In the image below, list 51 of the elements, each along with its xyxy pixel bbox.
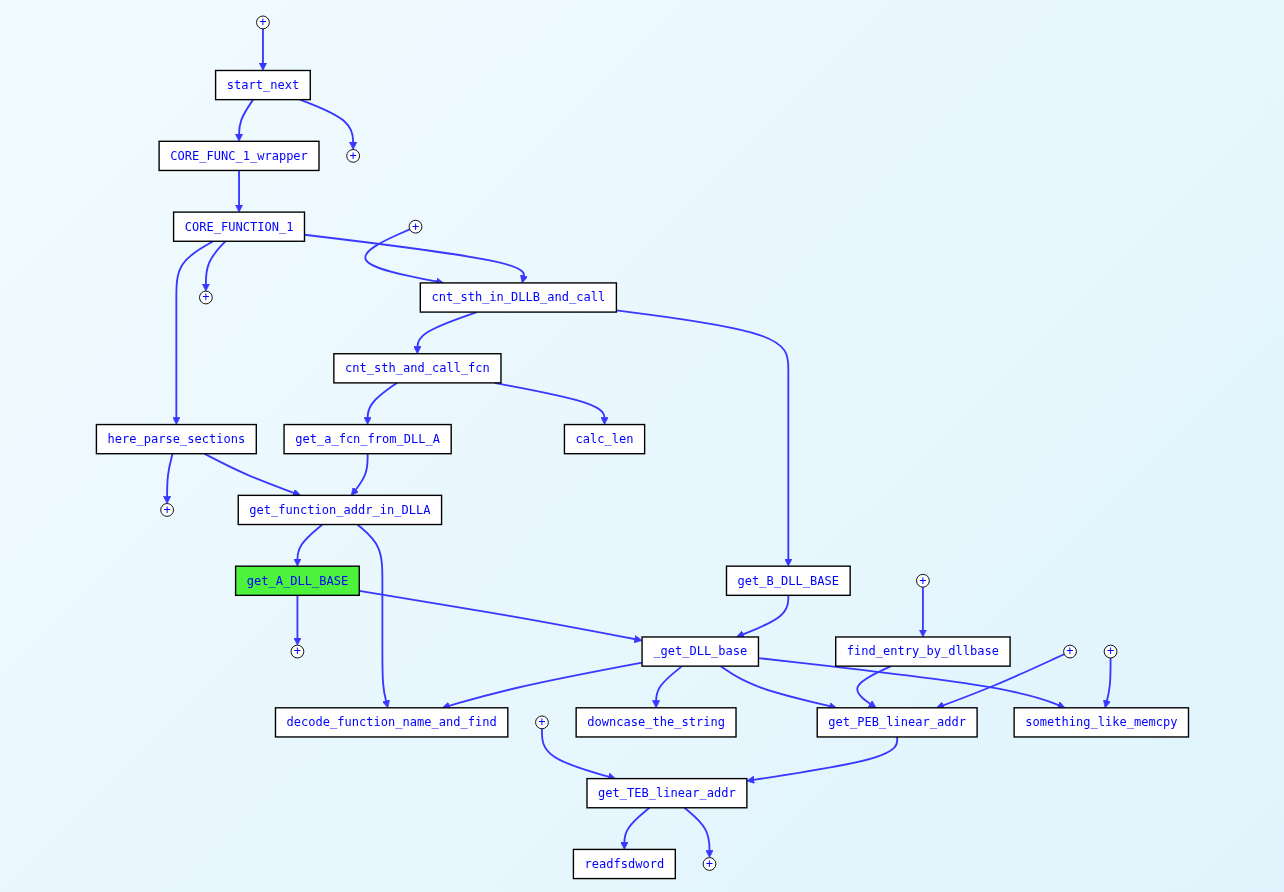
arrow [1102, 657, 1112, 709]
arrow [746, 736, 898, 784]
node-box: get_function_addr_in_DLLA [237, 494, 442, 526]
arrow [619, 806, 650, 850]
node-circle: + [1062, 644, 1077, 659]
node-box: start_next [214, 69, 311, 101]
node-box: CORE_FUNC_1_wrapper [157, 140, 320, 172]
node-box: readfsdword [572, 848, 676, 880]
node-box: here_parse_sections [95, 423, 257, 455]
node-box: cnt_sth_in_DLLB_and_call [419, 282, 617, 313]
node-box: decode_function_name_and_find [274, 707, 509, 738]
node-circle: + [159, 503, 174, 517]
arrow [683, 806, 714, 858]
arrow [363, 381, 398, 425]
arrow [615, 309, 792, 567]
node-circle: + [702, 857, 716, 871]
node-box: calc_len [563, 423, 645, 455]
node-circle: + [408, 219, 422, 234]
arrow [234, 98, 254, 142]
node-box: something_like_memcpy [1012, 707, 1189, 738]
arrow [855, 665, 892, 709]
node-box: cnt_sth_and_call_fcn [332, 353, 502, 384]
node-circle: + [255, 15, 270, 30]
arrow [171, 240, 214, 425]
arrow [201, 240, 226, 292]
node-box: find_entry_by_dllbase [834, 636, 1011, 667]
node-box: get_A_DLL_BASE [234, 565, 360, 597]
arrow [292, 523, 323, 567]
node-circle: + [345, 149, 360, 163]
node-box: get_TEB_linear_addr [585, 777, 748, 809]
arrow [298, 98, 357, 150]
arrow [258, 27, 267, 71]
node-box: downcase_the_string [575, 707, 737, 738]
node-circle: + [1103, 644, 1117, 659]
arrow [918, 586, 927, 638]
node-circle: + [534, 715, 549, 730]
arrow [651, 665, 683, 709]
node-box: get_B_DLL_BASE [725, 565, 851, 597]
arrow [162, 452, 173, 504]
arrow [292, 594, 302, 646]
arrow [234, 169, 243, 213]
node-circle: + [915, 573, 930, 588]
arrow [356, 523, 390, 709]
arrow [350, 452, 369, 496]
node-box: get_a_fcn_from_DLL_A [282, 423, 452, 455]
node-box: _get_DLL_base [640, 636, 759, 667]
arrow [202, 452, 301, 497]
node-circle: + [290, 644, 304, 659]
node-circle: + [198, 290, 213, 305]
node-box: get_PEB_linear_addr [816, 707, 978, 738]
node-box: CORE_FUNCTION_1 [172, 211, 305, 242]
